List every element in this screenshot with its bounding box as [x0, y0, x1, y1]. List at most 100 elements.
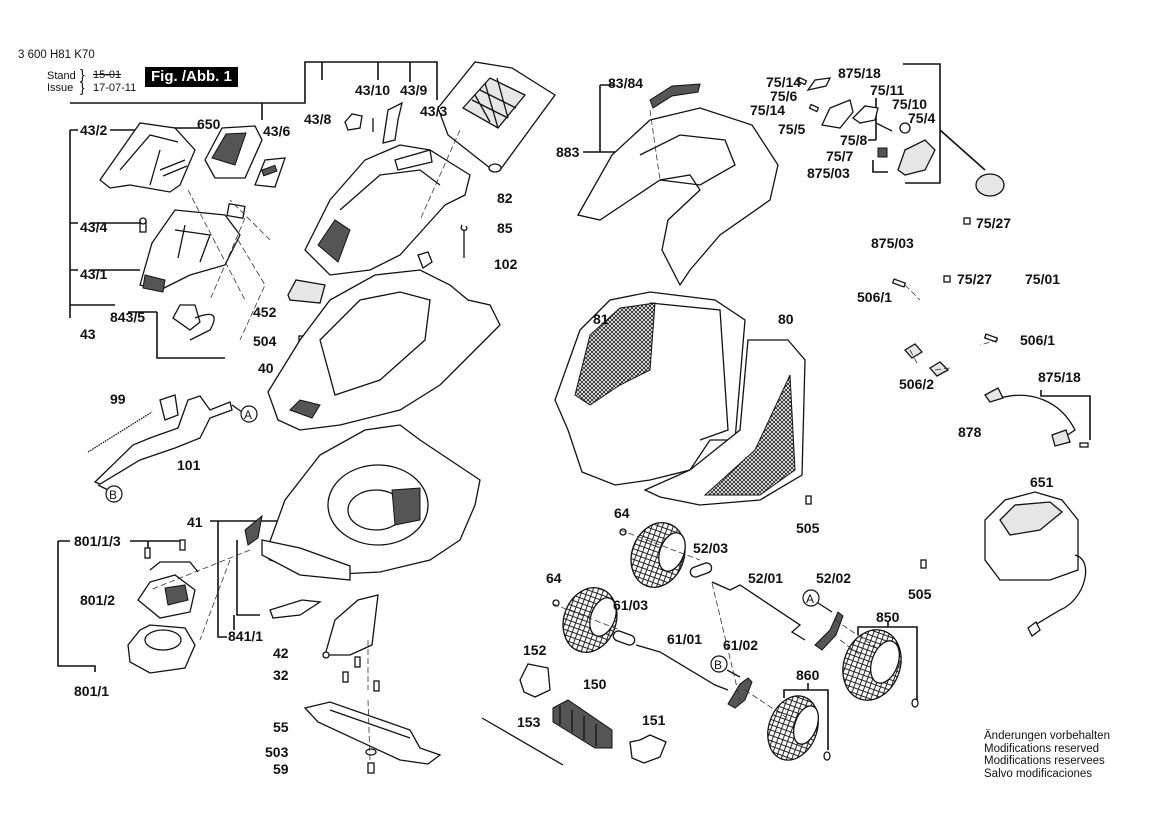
- figure-label: Fig. /Abb. 1: [145, 67, 238, 87]
- bracket-801-1: [57, 540, 183, 672]
- label-80: 80: [778, 311, 794, 327]
- part-505-screws: [805, 495, 927, 569]
- label-75-14: 75/14: [750, 102, 786, 118]
- label-505: 505: [908, 586, 932, 602]
- label-41: 41: [187, 514, 203, 530]
- assembly-lines: [149, 109, 999, 761]
- wheel-front-left: [630, 522, 686, 588]
- label-75-4: 75/4: [908, 110, 936, 126]
- label-61-01: 61/01: [667, 631, 703, 647]
- part-99-spring: [87, 411, 153, 453]
- label-64: 64: [546, 570, 562, 586]
- label-860: 860: [796, 667, 820, 683]
- part-875-18-cable: [984, 387, 1091, 448]
- part-43-9-lever: [382, 101, 403, 144]
- label-83-84: 83/84: [608, 75, 644, 91]
- label-43-6: 43/6: [263, 123, 291, 139]
- label-506-1: 506/1: [857, 289, 893, 305]
- label-841-1: 841/1: [228, 628, 264, 644]
- part-503-washer: [365, 748, 377, 756]
- label-52-02: 52/02: [816, 570, 852, 586]
- label-75-14: 75/14: [766, 74, 802, 90]
- part-43-1-housing: [139, 202, 246, 293]
- label-43-8: 43/8: [304, 111, 332, 127]
- label-64: 64: [614, 505, 630, 521]
- part-80-bag-frame: [643, 339, 806, 506]
- label-153: 153: [517, 714, 541, 730]
- part-81-grass-bag: [554, 291, 746, 486]
- part-102-clip: [417, 251, 433, 269]
- marker-a-letter: A: [806, 592, 815, 606]
- label-101: 101: [177, 457, 201, 473]
- part-59-bolt: [367, 762, 375, 774]
- label-843-5: 843/5: [110, 309, 146, 325]
- label-75-27: 75/27: [957, 271, 993, 287]
- label-504: 504: [253, 333, 277, 349]
- label-43-3: 43/3: [420, 103, 448, 119]
- part-875-18-switch: [851, 105, 879, 124]
- part-41-motor-housing: [261, 424, 481, 581]
- label-102: 102: [494, 256, 518, 272]
- issue-label: Issue: [47, 82, 74, 94]
- part-52-02-lever: [814, 611, 844, 651]
- label-32: 32: [273, 667, 289, 683]
- part-153-rod: [481, 717, 564, 766]
- label-801-1: 801/1: [74, 683, 110, 699]
- part-85-spring: [460, 224, 468, 258]
- issue-value: 17-07-11: [93, 82, 137, 94]
- bracket-883: [583, 84, 620, 153]
- label-505: 505: [796, 520, 820, 536]
- label-55: 55: [273, 719, 289, 735]
- label-506-1: 506/1: [1020, 332, 1056, 348]
- label-42: 42: [273, 645, 289, 661]
- label-875-18: 875/18: [838, 65, 881, 81]
- label-506-2: 506/2: [899, 376, 935, 392]
- part-52-01-axle: [711, 581, 806, 641]
- part-82-flap: [437, 61, 556, 173]
- label-61-03: 61/03: [613, 597, 649, 613]
- label-85: 85: [497, 220, 513, 236]
- label-82: 82: [497, 190, 513, 206]
- part-101-height-lever: [93, 394, 233, 485]
- label-81: 81: [593, 311, 609, 327]
- label-52-03: 52/03: [693, 540, 729, 556]
- part-843-5-connector: [128, 304, 225, 359]
- label-43-9: 43/9: [400, 82, 428, 98]
- wheel-860: [767, 683, 831, 761]
- part-150-roller: [552, 699, 613, 749]
- modification-notes: Änderungen vorbehalten Modifications res…: [984, 730, 1110, 780]
- label-883: 883: [556, 144, 580, 160]
- part-42-chute: [322, 594, 379, 659]
- note-en: Modifications reserved: [984, 742, 1100, 755]
- part-152-bracket: [519, 663, 551, 698]
- part-651-charger: [984, 491, 1087, 637]
- label-875-18: 875/18: [1038, 369, 1081, 385]
- brace-icon: }: [80, 66, 85, 82]
- part-52-03-bushing: [689, 562, 713, 578]
- marker-a-letter: A: [244, 408, 253, 422]
- label-52-01: 52/01: [748, 570, 784, 586]
- part-61-02-lever: [727, 677, 753, 709]
- label-151: 151: [642, 712, 666, 728]
- part-43-8-latch: [344, 113, 363, 131]
- part-801-2-control-board: [137, 561, 199, 619]
- label-651: 651: [1030, 474, 1054, 490]
- label-61-02: 61/02: [723, 637, 759, 653]
- part-61-01-axle: [635, 644, 729, 691]
- label-75-5: 75/5: [778, 121, 806, 137]
- label-650: 650: [197, 116, 221, 132]
- label-801-2: 801/2: [80, 592, 116, 608]
- label-59: 59: [273, 761, 289, 777]
- reference-marker-a-right: [802, 589, 833, 613]
- part-43-6-plug: [254, 157, 286, 188]
- stand-label: Stand: [47, 70, 76, 82]
- part-75-14-screw-a: [796, 76, 808, 86]
- label-878: 878: [958, 424, 982, 440]
- label-43-10: 43/10: [355, 82, 391, 98]
- label-43: 43: [80, 326, 96, 342]
- part-506-2-knobs: [903, 343, 950, 377]
- label-43-4: 43/4: [80, 219, 108, 235]
- note-de: Änderungen vorbehalten: [984, 730, 1110, 742]
